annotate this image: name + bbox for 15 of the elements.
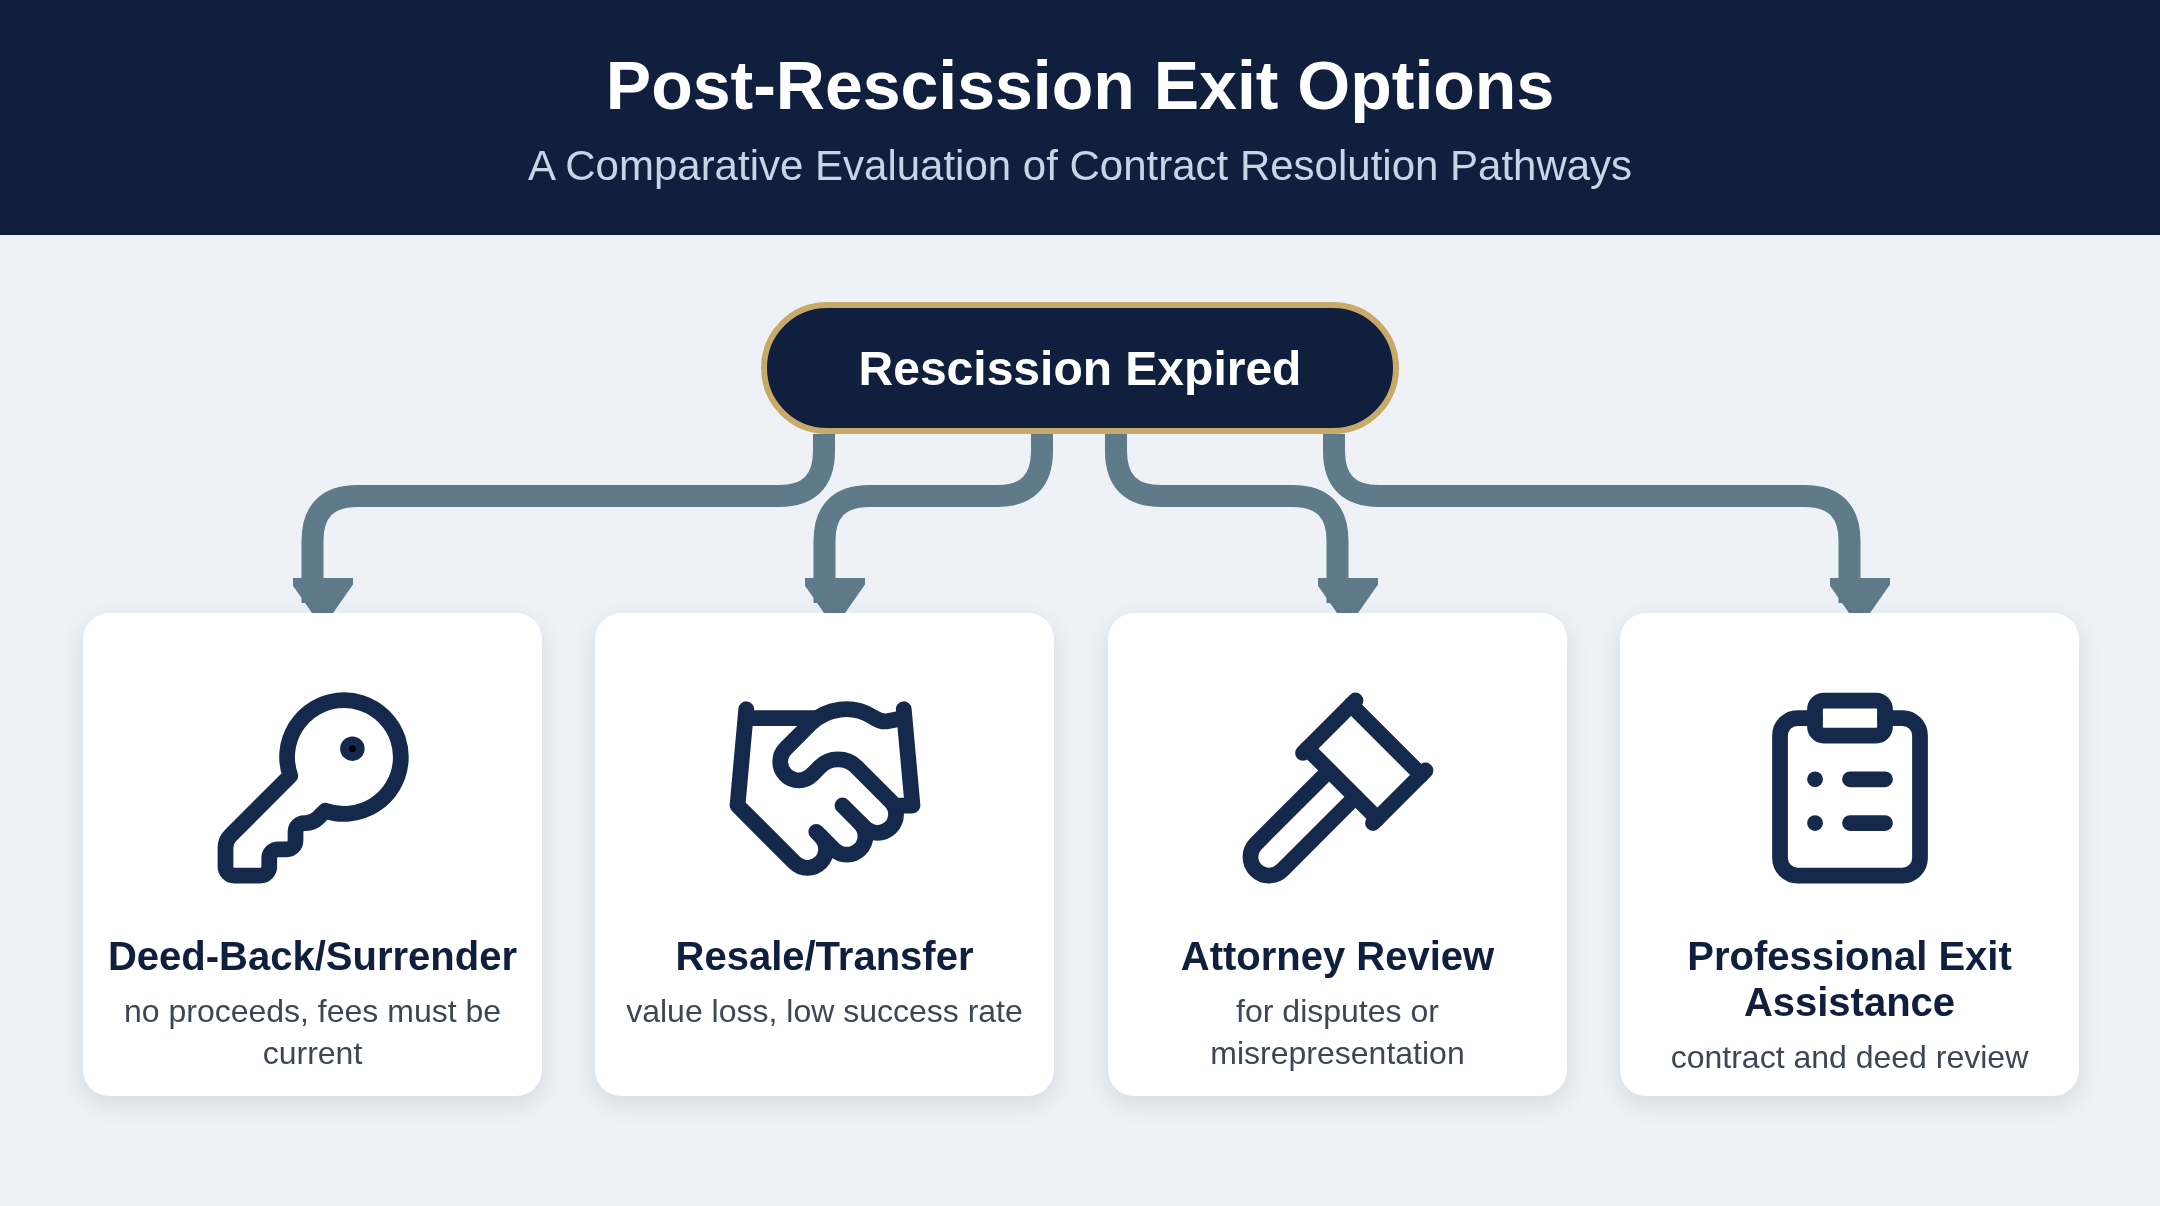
subtitle: A Comparative Evaluation of Contract Resolution Pathways [527,141,1633,190]
option-description: no proceeds, fees must be current [122,992,503,1073]
pill-label: Rescission Expired [858,340,1302,396]
option-title: Professional Exit Assistance [1686,933,2013,1025]
option-title: Attorney Review [1180,933,1495,979]
option-card [1620,613,2079,1096]
option-card [1108,613,1567,1096]
option-description: value loss, low success rate [626,992,1023,1031]
title: Post-Rescission Exit Options [605,45,1555,124]
option-title: Resale/Transfer [675,933,974,979]
option-title: Deed-Back/Surrender [107,933,517,979]
option-card [83,613,542,1096]
option-description: contract and deed review [1670,1038,2029,1077]
option-description: for disputes or misrepresentation [1209,992,1466,1073]
option-card [595,613,1054,1096]
